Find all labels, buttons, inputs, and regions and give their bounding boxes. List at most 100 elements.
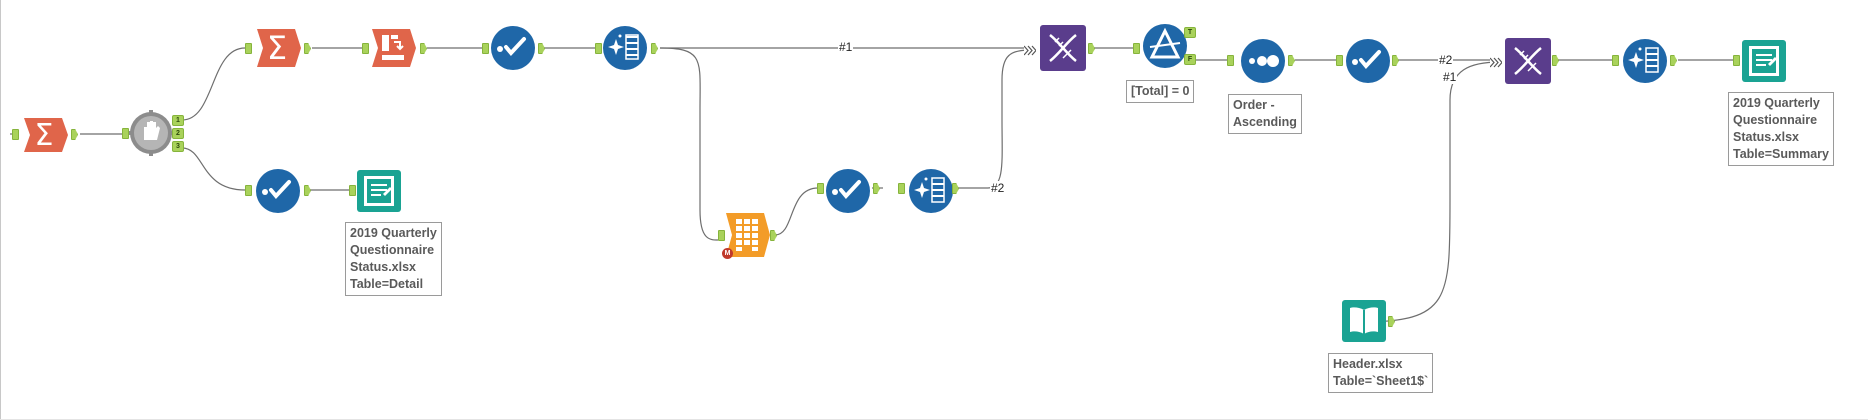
- filter-tool-2[interactable]: [1345, 38, 1391, 84]
- input-header-tool[interactable]: [1342, 298, 1386, 344]
- output-anchor[interactable]: [873, 183, 880, 194]
- output-anchor[interactable]: [538, 43, 545, 54]
- wire: [181, 47, 246, 121]
- input-anchor[interactable]: [349, 185, 356, 196]
- test-tool[interactable]: [1142, 23, 1188, 69]
- output-book-icon: [357, 170, 401, 212]
- output-port-1[interactable]: 1: [172, 115, 184, 126]
- annotation-line: Table=`Sheet1$`: [1333, 374, 1429, 388]
- join-icon: [1040, 25, 1086, 71]
- input-book-icon: [1342, 300, 1386, 342]
- multirow-tool[interactable]: [726, 213, 770, 257]
- input-anchor[interactable]: [245, 43, 252, 54]
- annotation-line: 2019 Quarterly: [350, 226, 437, 240]
- sort-tool[interactable]: [1240, 38, 1286, 84]
- input-anchor[interactable]: [12, 129, 19, 140]
- svg-text:Σ: Σ: [267, 29, 287, 67]
- formula-tool-2[interactable]: [1622, 38, 1668, 84]
- annotation-line: Header.xlsx: [1333, 357, 1403, 371]
- input-anchor[interactable]: [1227, 55, 1234, 66]
- sort-annotation: Order - Ascending: [1228, 94, 1302, 134]
- input-anchor[interactable]: [898, 183, 905, 194]
- filter-tool-1[interactable]: [490, 25, 536, 71]
- annotation-line: 2019 Quarterly: [1733, 96, 1820, 110]
- wire: [181, 147, 246, 191]
- formula-icon: [603, 26, 647, 70]
- crosstab-icon: [372, 29, 416, 67]
- output-anchor[interactable]: [420, 43, 427, 54]
- input-anchor[interactable]: [1336, 55, 1343, 66]
- true-port[interactable]: T: [1184, 27, 1196, 38]
- output-anchor[interactable]: [1670, 55, 1677, 66]
- output-anchor[interactable]: [1388, 316, 1395, 327]
- input-header-annotation: Header.xlsx Table=`Sheet1$`: [1328, 353, 1434, 393]
- summarize-tool-2[interactable]: Σ: [255, 25, 301, 71]
- annotation-line: Questionnaire: [1733, 113, 1818, 127]
- output-anchor[interactable]: [1392, 55, 1399, 66]
- annotation-line: Ascending: [1233, 115, 1297, 129]
- input-anchor[interactable]: [482, 43, 489, 54]
- output-anchor[interactable]: [952, 183, 959, 194]
- output-anchor[interactable]: [1088, 43, 1095, 54]
- wire-label: #1: [1442, 70, 1458, 84]
- annotation-line: Table=Detail: [350, 277, 424, 291]
- svg-text:Σ: Σ: [35, 118, 54, 153]
- join-tool-2[interactable]: [1505, 38, 1551, 84]
- annotation-line: Order -: [1233, 98, 1275, 112]
- test-annotation: [Total] = 0: [1126, 80, 1195, 103]
- output-detail-tool[interactable]: [357, 168, 401, 214]
- output-anchor[interactable]: [304, 185, 311, 196]
- wire-label: #2: [1438, 53, 1454, 67]
- input-anchor[interactable]: [595, 43, 602, 54]
- filter-tool-4[interactable]: [825, 168, 871, 214]
- input-anchor[interactable]: [1133, 43, 1140, 54]
- multirow-badge: M: [722, 248, 733, 259]
- formula-icon: [1623, 39, 1667, 83]
- input-anchor[interactable]: [362, 43, 369, 54]
- join-tool-1[interactable]: [1040, 25, 1086, 71]
- output-summary-tool[interactable]: [1742, 38, 1786, 84]
- sigma-icon: Σ: [24, 118, 68, 153]
- wire: [1359, 61, 1501, 323]
- output-port-3[interactable]: 3: [172, 141, 184, 152]
- formula-tool-3[interactable]: [908, 168, 954, 214]
- output-port-2[interactable]: 2: [172, 128, 184, 139]
- input-anchor[interactable]: [718, 230, 725, 241]
- annotation-line: Status.xlsx: [1733, 130, 1800, 144]
- input-anchor-multi[interactable]: [1023, 43, 1037, 56]
- check-icon: [826, 169, 870, 213]
- input-anchor[interactable]: [122, 128, 129, 139]
- wire-label: #2: [990, 181, 1006, 195]
- wire: [774, 187, 819, 236]
- annotation-line: Status.xlsx: [350, 260, 417, 274]
- filter-tool-3[interactable]: [255, 168, 301, 214]
- crosstab-tool[interactable]: [370, 25, 416, 71]
- check-icon: [1346, 39, 1390, 83]
- input-anchor[interactable]: [245, 185, 252, 196]
- check-icon: [491, 26, 535, 70]
- output-anchor[interactable]: [770, 230, 777, 241]
- output-anchor[interactable]: [304, 43, 311, 54]
- false-port[interactable]: F: [1184, 54, 1196, 65]
- output-anchor[interactable]: [1552, 55, 1559, 66]
- output-anchor[interactable]: [651, 43, 658, 54]
- join-icon: [1505, 38, 1551, 84]
- input-anchor[interactable]: [1733, 55, 1740, 66]
- input-anchor-multi[interactable]: [1489, 55, 1503, 68]
- annotation-line: Questionnaire: [350, 243, 435, 257]
- annotation-line: [Total] = 0: [1131, 84, 1190, 98]
- check-icon: [256, 169, 300, 213]
- output-book-icon: [1742, 40, 1786, 82]
- input-anchor[interactable]: [1612, 55, 1619, 66]
- hand-gear-icon: [128, 110, 174, 156]
- wire-label: #1: [838, 40, 854, 54]
- input-anchor[interactable]: [817, 183, 824, 194]
- control-param-tool[interactable]: [128, 110, 174, 156]
- sigma-icon: Σ: [257, 29, 301, 67]
- output-anchor[interactable]: [1288, 55, 1295, 66]
- formula-tool-1[interactable]: [602, 25, 648, 71]
- output-anchor[interactable]: [71, 129, 78, 140]
- canvas-left-border: [0, 0, 1, 420]
- summarize-tool-1[interactable]: Σ: [22, 112, 68, 158]
